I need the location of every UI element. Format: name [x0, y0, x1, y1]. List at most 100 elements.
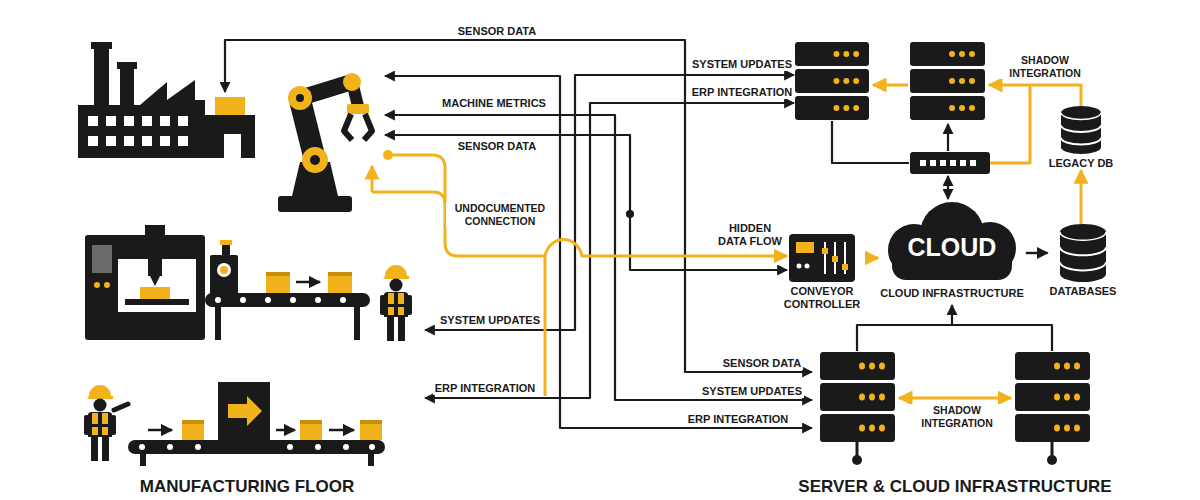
- robot-arm: [364, 114, 372, 140]
- shadow-wire: [899, 397, 1011, 400]
- cnc-machine: [85, 235, 205, 340]
- db-shape: [1060, 247, 1106, 255]
- conveyor-line: [205, 240, 412, 341]
- robot-arm: [343, 73, 361, 91]
- db-shape: [1061, 125, 1101, 132]
- conveyor-line: [328, 272, 352, 293]
- connector: [1080, 170, 1083, 224]
- conveyor-line: [340, 297, 346, 303]
- cnc-machine: [85, 225, 205, 340]
- flow-label: ERP INTEGRATION: [690, 86, 794, 99]
- data-wire: [385, 115, 812, 400]
- factory-icon: [91, 42, 112, 49]
- shadow-wire: [989, 85, 1081, 106]
- factory-icon: [178, 116, 188, 126]
- packing-line: [195, 444, 201, 450]
- hidden-flow: [372, 192, 445, 204]
- server-rack: [820, 383, 895, 411]
- packing-line: [167, 444, 173, 450]
- network-switch: [940, 160, 946, 166]
- flow-label: MACHINE METRICS: [440, 97, 548, 110]
- packing-line: [287, 444, 293, 450]
- flow-label: SENSOR DATA: [456, 25, 538, 38]
- factory-icon: [106, 136, 116, 146]
- packing-line: [140, 454, 146, 466]
- conveyor-line: [290, 297, 296, 303]
- packing-line: [139, 444, 375, 450]
- robot-arm: [278, 196, 352, 212]
- packing-line: [343, 444, 349, 450]
- conveyor-line: [220, 266, 228, 274]
- db-shape: [1061, 113, 1101, 120]
- flow-label: SENSOR DATA: [721, 357, 803, 370]
- factory-icon: [78, 42, 255, 158]
- node-label: DATABASES: [1050, 285, 1117, 298]
- conveyor-line: [220, 240, 232, 245]
- node-box: DATABASES: [1048, 224, 1119, 298]
- network-switch: [910, 152, 990, 174]
- connector: [866, 257, 878, 260]
- network-switch: [920, 160, 926, 166]
- server-rack: [795, 96, 869, 120]
- section-title: MANUFACTURING FLOOR: [138, 477, 356, 497]
- factory-icon: [178, 136, 188, 146]
- factory-icon: [94, 46, 109, 106]
- packing-line: [228, 396, 262, 426]
- db-shape: [1060, 224, 1106, 282]
- data-wire: [385, 135, 787, 270]
- cnc-machine: [125, 299, 189, 305]
- flow-label: SYSTEM UPDATES: [690, 58, 794, 71]
- server-wire: [857, 325, 1052, 351]
- node-box: CLOUD CLOUD INFRASTRUCTURE: [878, 196, 1026, 300]
- conveyor-line: [210, 255, 238, 297]
- ctrl-shape: [822, 248, 828, 254]
- conveyor-line: [380, 265, 412, 341]
- data-wire: [385, 76, 812, 428]
- factory-icon: [124, 116, 134, 126]
- shadow-wire: [873, 85, 1081, 163]
- robot-arm: [288, 86, 312, 110]
- db-shape: [1061, 106, 1101, 119]
- factory-icon: [142, 116, 152, 126]
- packing-line: [128, 440, 385, 454]
- conveyor-line: [215, 297, 221, 303]
- data-wire: [627, 211, 633, 217]
- db-shape: [1061, 138, 1101, 145]
- network-switch: [960, 160, 966, 166]
- node-label: CLOUD INFRASTRUCTURE: [880, 287, 1024, 300]
- db-shape: [1060, 232, 1106, 240]
- server-rack: [820, 414, 895, 442]
- packing-line: [139, 444, 145, 450]
- ctrl-shape: [796, 242, 814, 253]
- server-rack: [820, 352, 895, 380]
- ctrl-shape: [824, 242, 826, 274]
- cloud-title: CLOUD: [878, 233, 1026, 262]
- network-switch: [910, 152, 990, 174]
- cnc-machine: [118, 252, 196, 312]
- server-wire: [832, 121, 909, 163]
- shadow-wire: [873, 84, 908, 87]
- node-box: LEGACY DB: [1047, 106, 1116, 170]
- flow-label: SHADOW INTEGRATION: [998, 54, 1092, 79]
- server-rack: [1015, 383, 1090, 411]
- node-box: CONVEYOR CONTROLLER: [778, 234, 866, 311]
- ctrl-shape: [842, 264, 848, 270]
- server-rack: [1047, 455, 1057, 465]
- ctrl-shape: [789, 234, 855, 282]
- factory-icon: [88, 116, 98, 126]
- conveyor-line: [266, 272, 290, 276]
- conveyor-line: [328, 272, 352, 276]
- packing-line: [182, 420, 204, 440]
- db-shape: [1061, 106, 1101, 154]
- server-rack: [910, 69, 985, 93]
- cnc-machine: [148, 258, 162, 276]
- factory-icon: [117, 62, 137, 69]
- robot-arm: [310, 155, 320, 165]
- factory-icon: [160, 136, 170, 146]
- packing-line: [369, 444, 375, 450]
- server-rack: [852, 455, 862, 465]
- server-rack: [1015, 414, 1090, 442]
- packing-line: [84, 385, 116, 461]
- data-wire: [425, 75, 794, 330]
